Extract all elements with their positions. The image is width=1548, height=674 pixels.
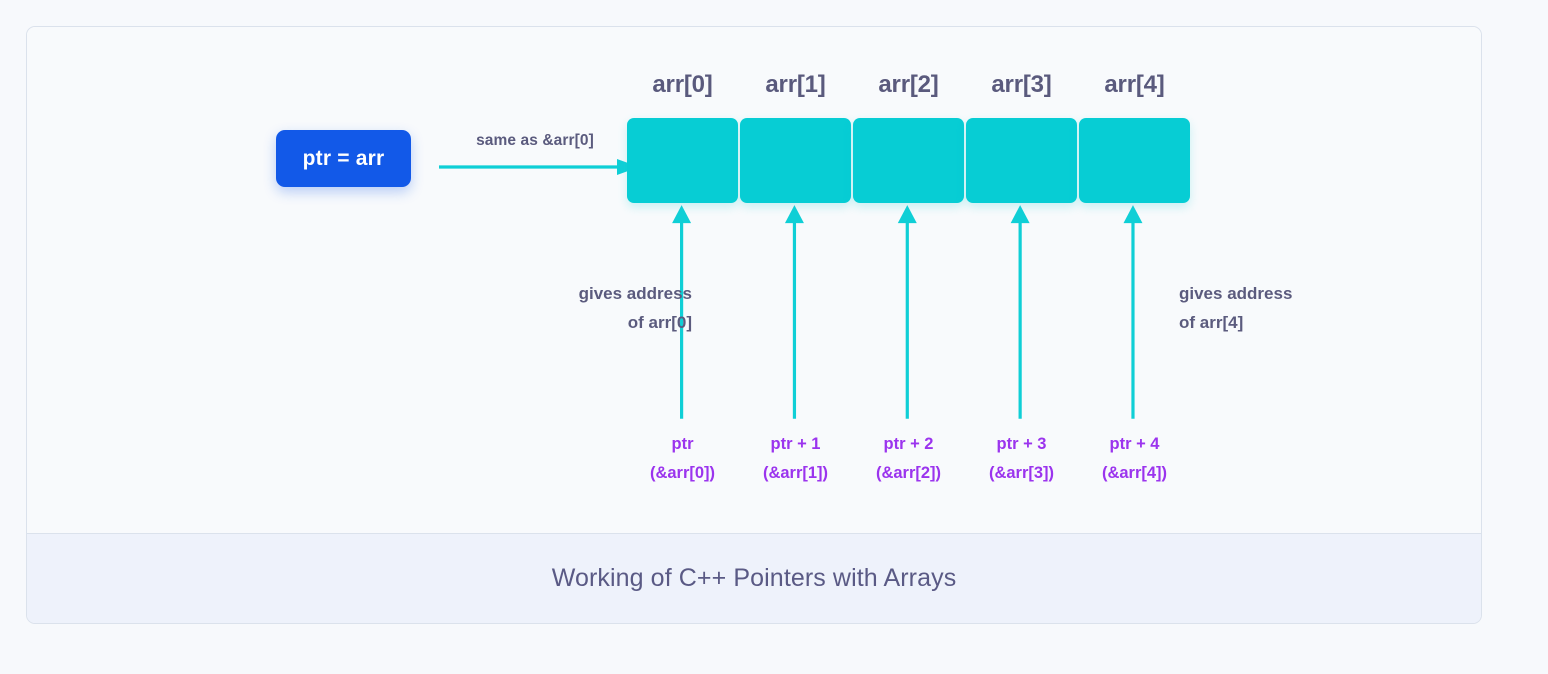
array-cell-4 — [1079, 118, 1190, 203]
pointer-expression-0: ptr (&arr[0]) — [627, 430, 738, 488]
pointer-expression-sub-3: (&arr[3]) — [988, 464, 1055, 482]
up-arrow-icon-2 — [897, 205, 917, 419]
array-index-label-1: arr[1] — [765, 71, 826, 98]
right-arrow-icon — [439, 159, 639, 175]
array-cell-3 — [966, 118, 1077, 203]
array-index-header-row: arr[0] arr[1] arr[2] arr[3] arr[4] — [627, 71, 1190, 99]
up-arrow-icon-4 — [1123, 205, 1143, 419]
pointer-variable-box: ptr = arr — [276, 130, 411, 187]
pointer-expression-4: ptr + 4 (&arr[4]) — [1079, 430, 1190, 488]
pointer-expression-main-3: ptr + 3 — [996, 435, 1047, 453]
array-cell-2 — [853, 118, 964, 203]
pointer-expression-sub-1: (&arr[1]) — [762, 464, 829, 482]
up-arrow-icon-1 — [784, 205, 804, 419]
figure-card: arr[0] arr[1] arr[2] arr[3] arr[4] ptr =… — [26, 26, 1482, 624]
pointer-expression-main-2: ptr + 2 — [883, 435, 934, 453]
array-cell-0 — [627, 118, 738, 203]
array-index-label-2: arr[2] — [878, 71, 939, 98]
pointer-expression-main-0: ptr — [671, 435, 694, 453]
array-index-label-3: arr[3] — [991, 71, 1052, 98]
pointer-expression-main-1: ptr + 1 — [770, 435, 821, 453]
pointer-variable-label: ptr = arr — [302, 146, 385, 170]
pointer-expression-2: ptr + 2 (&arr[2]) — [853, 430, 964, 488]
array-cell-row — [627, 118, 1190, 203]
pointer-expression-sub-4: (&arr[4]) — [1101, 464, 1168, 482]
pointer-expression-main-4: ptr + 4 — [1109, 435, 1160, 453]
pointer-expression-1: ptr + 1 (&arr[1]) — [740, 430, 851, 488]
array-index-label-4: arr[4] — [1104, 71, 1165, 98]
array-index-label-0: arr[0] — [652, 71, 713, 98]
up-arrow-icon-3 — [1010, 205, 1030, 419]
pointer-expression-sub-0: (&arr[0]) — [649, 464, 716, 482]
same-as-label: same as &arr[0] — [476, 132, 594, 149]
figure-caption-bar: Working of C++ Pointers with Arrays — [27, 533, 1481, 623]
figure-caption-text: Working of C++ Pointers with Arrays — [551, 564, 957, 592]
pointer-expression-sub-2: (&arr[2]) — [875, 464, 942, 482]
annotation-left: gives address of arr[0] — [578, 284, 692, 332]
diagram-area: arr[0] arr[1] arr[2] arr[3] arr[4] ptr =… — [27, 27, 1481, 533]
pointer-expression-3: ptr + 3 (&arr[3]) — [966, 430, 1077, 488]
annotation-right: gives address of arr[4] — [1179, 284, 1293, 332]
array-cell-1 — [740, 118, 851, 203]
pointer-expression-row: ptr (&arr[0]) ptr + 1 (&arr[1]) ptr + 2 … — [627, 430, 1190, 488]
